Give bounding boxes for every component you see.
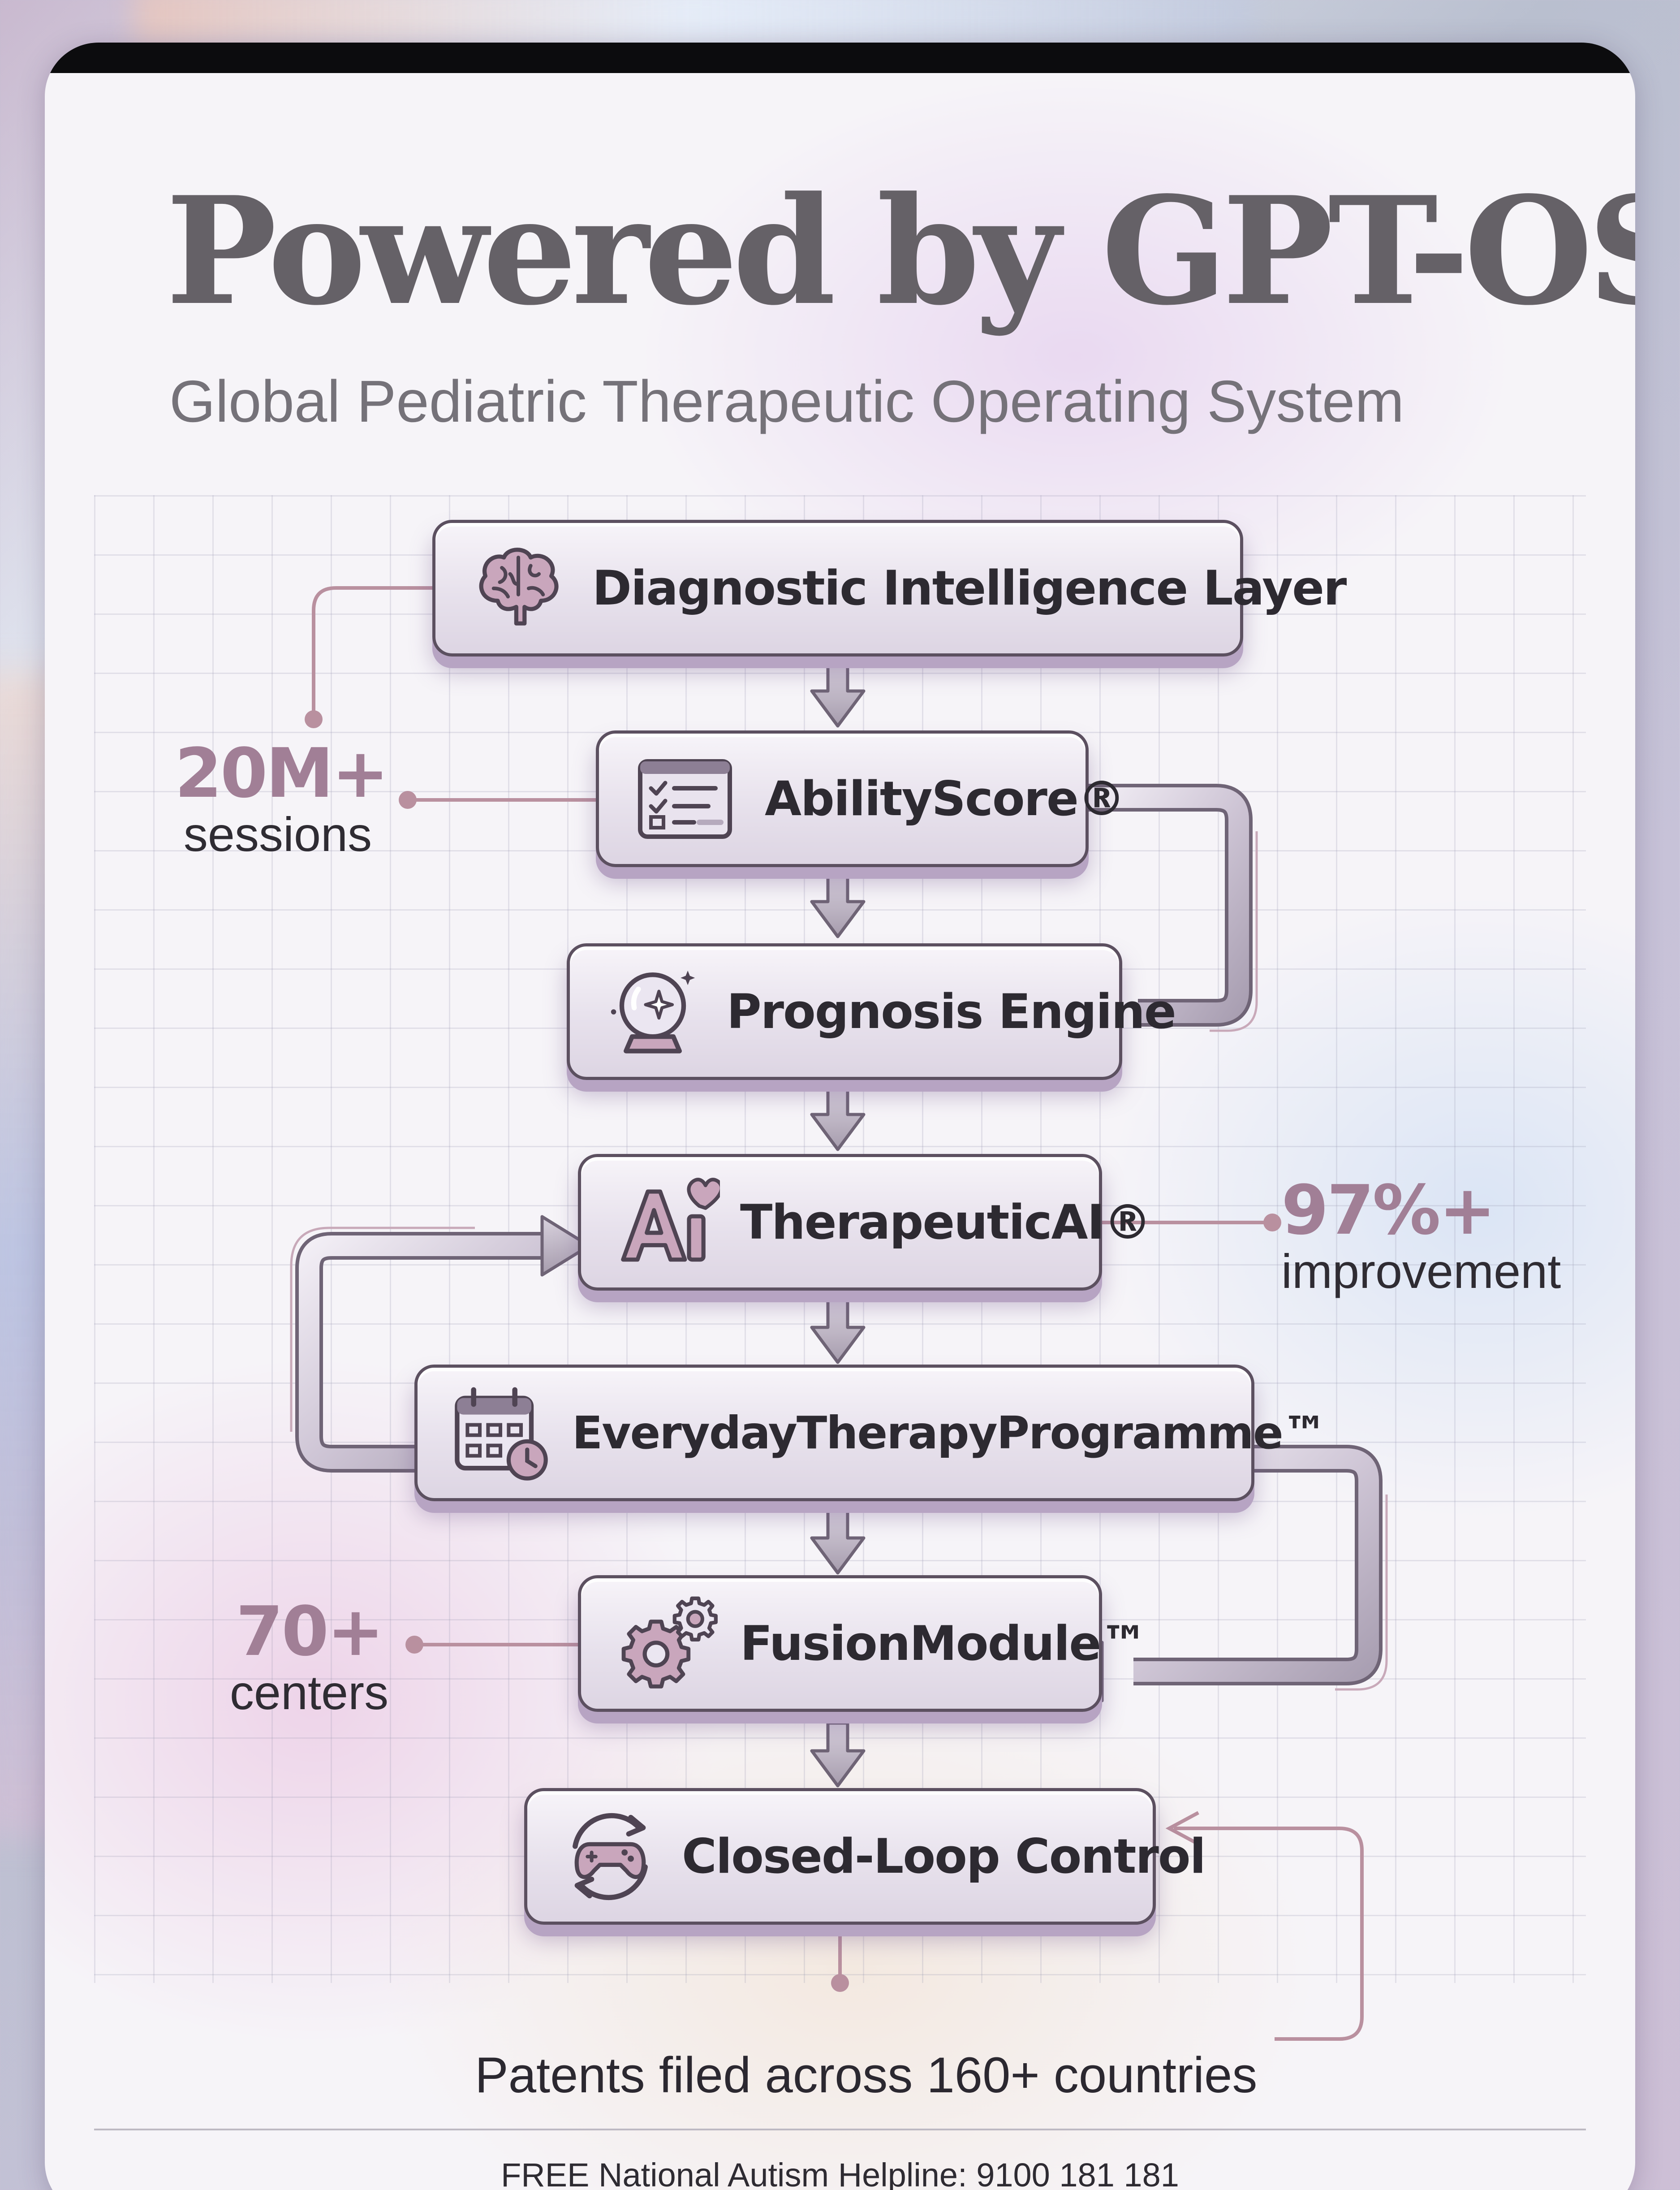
node-label: FusionModule™: [740, 1616, 1148, 1671]
checklist-icon: [635, 754, 738, 844]
node-label: Diagnostic Intelligence Layer: [592, 560, 1347, 616]
brain-icon: [467, 537, 570, 640]
node-therapeuticai: TherapeuticAI®: [578, 1154, 1151, 1291]
arrow-abilityscore-to-prognosis: [812, 874, 864, 937]
stat-value: 20M+: [175, 734, 389, 813]
node-label: EverydayTherapyProgramme™: [572, 1406, 1327, 1459]
stat-improvement: 97%+ improvement: [1281, 1176, 1595, 1296]
leader-diagnostic-to-sessions: [312, 586, 432, 719]
node-prognosis-engine: Prognosis Engine: [567, 943, 1176, 1080]
callout-leaders: [312, 586, 1364, 2041]
patents-note: Patents filed across 160+ countries: [475, 2047, 1258, 2103]
arrow-diagnostic-to-abilityscore: [812, 663, 864, 726]
node-abilityscore: AbilityScore®: [596, 730, 1125, 867]
node-label: TherapeuticAI®: [740, 1194, 1151, 1250]
stat-centers: 70+ centers: [224, 1598, 394, 1717]
gears-icon: [617, 1592, 720, 1695]
leader-arrowhead-closedloop: [1165, 1811, 1199, 1846]
crystal-ball-icon: [601, 960, 704, 1063]
stat-unit: sessions: [183, 807, 372, 861]
dot-sessions: [399, 791, 417, 809]
footer-divider: [94, 2129, 1586, 2130]
leader-patents-to-closedloop: [1174, 1827, 1364, 2041]
stat-sessions: 20M+ sessions: [175, 734, 389, 861]
node-label: Closed-Loop Control: [682, 1828, 1206, 1884]
node-fusionmodule: FusionModule™: [578, 1575, 1148, 1712]
infographic-card: Powered by GPT-OS® Global Pediatric Ther…: [45, 43, 1635, 2190]
node-diagnostic-intelligence-layer: Diagnostic Intelligence Layer: [432, 520, 1347, 657]
page-title: Powered by GPT-OS®: [166, 177, 1635, 325]
arrow-prognosis-to-therapeutic: [812, 1087, 864, 1149]
calendar-clock-icon: [449, 1382, 552, 1485]
stat-value: 70+: [236, 1592, 384, 1671]
stat-unit: improvement: [1281, 1244, 1561, 1298]
node-everydaytherapyprogramme: EverydayTherapyProgramme™: [414, 1365, 1327, 1501]
stat-value: 97%+: [1281, 1171, 1496, 1250]
arrow-fusion-to-closedloop: [812, 1723, 864, 1786]
loop-everyday-to-therapeutic: [290, 1215, 591, 1473]
dot-sessions-top: [305, 710, 323, 728]
background-streak-top: [134, 0, 1254, 45]
arrow-therapeutic-to-everyday: [812, 1300, 864, 1362]
node-label: AbilityScore®: [765, 771, 1125, 826]
callout-dots: [305, 710, 1281, 1992]
ai-heart-icon: [617, 1171, 720, 1274]
page-subtitle: Global Pediatric Therapeutic Operating S…: [169, 368, 1404, 434]
arrow-everyday-to-fusion: [812, 1510, 864, 1573]
stat-unit: centers: [229, 1665, 389, 1719]
node-label: Prognosis Engine: [727, 984, 1176, 1039]
gamepad-cycle-icon: [559, 1805, 662, 1908]
title-text: Powered by GPT-OS: [166, 164, 1635, 338]
helpline-footer: FREE National Autism Helpline: 9100 181 …: [501, 2156, 1179, 2190]
card-top-bar: [45, 43, 1635, 73]
dot-centers: [405, 1636, 423, 1654]
node-closed-loop-control: Closed-Loop Control: [524, 1788, 1206, 1925]
dot-improvement: [1263, 1214, 1281, 1231]
dot-patents: [831, 1974, 849, 1992]
